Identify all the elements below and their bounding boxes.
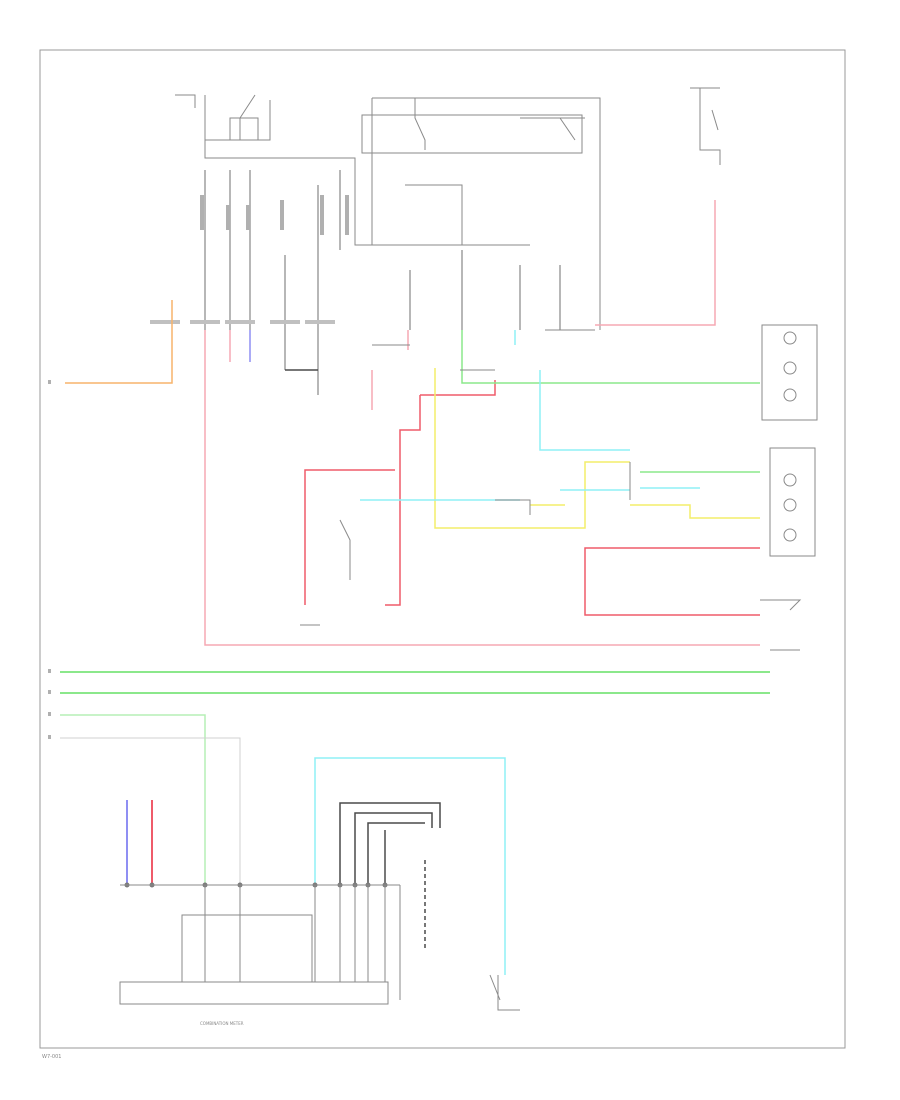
combination-meter-label: COMBINATION METER (200, 1021, 244, 1026)
wire-pink-right (595, 200, 716, 326)
wire-gray-down (60, 737, 241, 885)
fuse-wires (204, 170, 561, 395)
gray-branch-wires (300, 329, 802, 651)
wire-pink-mid (371, 330, 409, 410)
meter-switch-symbol (489, 974, 520, 1011)
combination-meter-unit (119, 885, 401, 1005)
wire-red-left (304, 469, 395, 605)
wire-cyan-mid (360, 487, 700, 501)
wire-orange (65, 300, 173, 384)
meter-wire-bundle (339, 802, 441, 885)
connector-row (150, 320, 335, 324)
right-connectors (761, 324, 818, 557)
relay-box (361, 97, 601, 330)
wire-yellow (434, 368, 760, 529)
wire-lightgreen-down (60, 714, 206, 885)
ignition-switch (175, 94, 530, 246)
left-markers (48, 380, 51, 739)
wire-red-main (385, 380, 496, 606)
wire-red-box (584, 547, 760, 616)
fuse-labels (200, 195, 349, 235)
wire-cyan-top (514, 330, 630, 451)
right-top-switch (690, 87, 721, 165)
figure-code: W7-001 (42, 1054, 61, 1060)
wire-green-top (461, 330, 760, 384)
wire-cyan-meter (314, 757, 506, 975)
wire-pink-left (204, 330, 760, 646)
diagram-frame (39, 49, 846, 1049)
